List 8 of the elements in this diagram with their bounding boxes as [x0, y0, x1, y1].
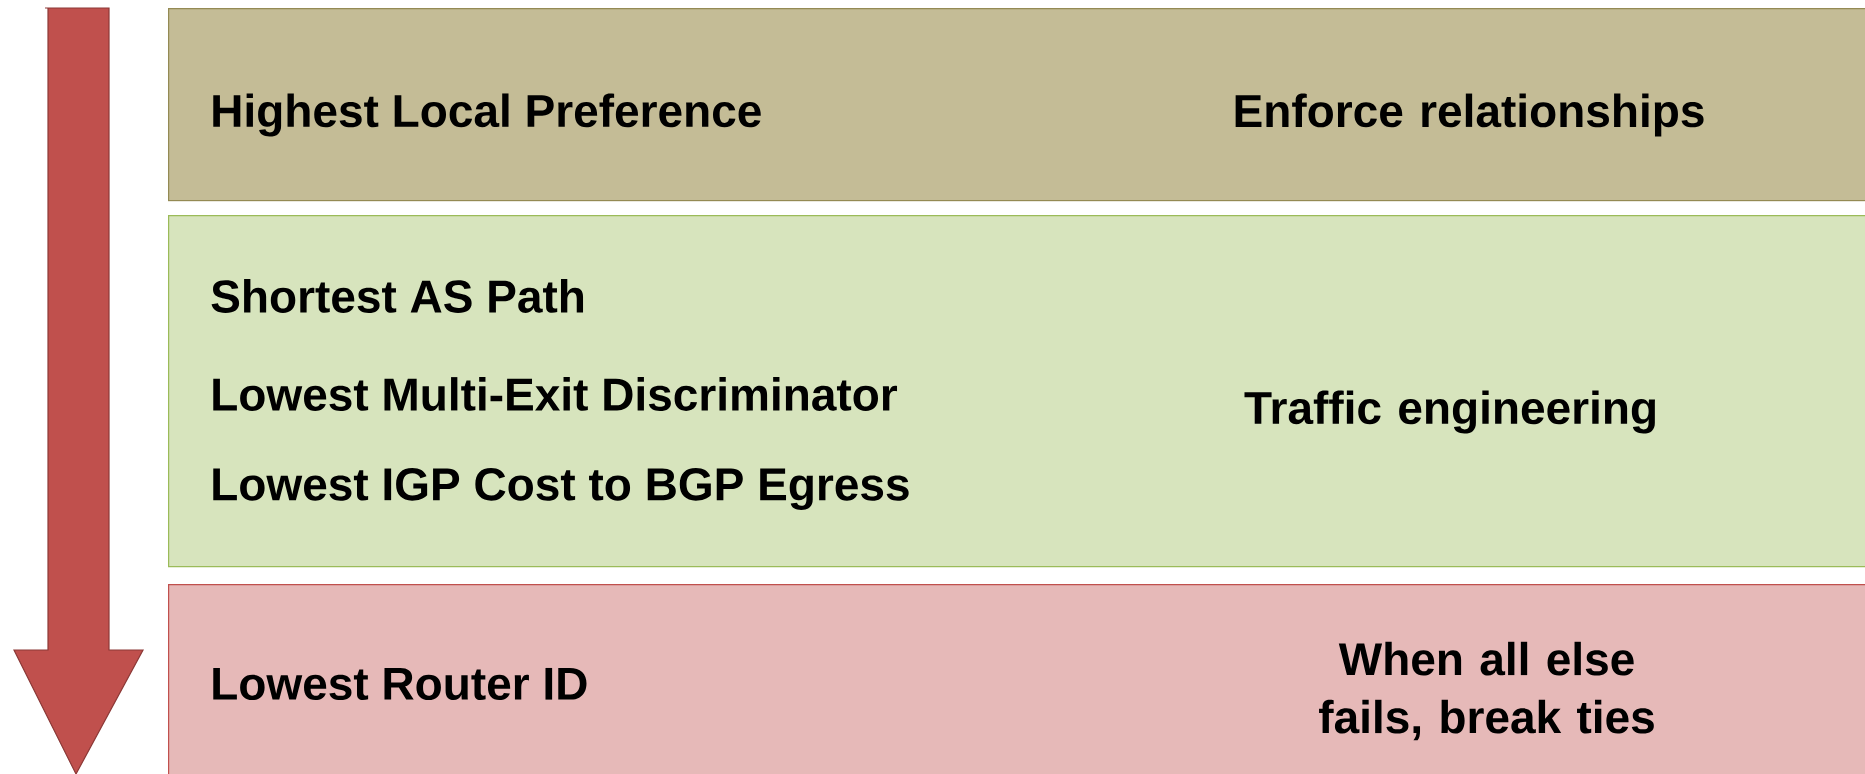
purpose-text: Enforce relationships [1235, 93, 1704, 137]
criterion-text: Highest Local Preference [213, 93, 761, 137]
criterion-text: Shortest AS Path [211, 279, 584, 313]
purpose-text: Traffic engineering [1244, 390, 1655, 434]
criterion-text: Lowest IGP Cost to BGP Egress [213, 468, 909, 510]
criterion-text: Lowest Multi-Exit Discriminator [213, 377, 898, 411]
purpose-text: When all else fails, break ties [1319, 641, 1654, 741]
criterion-text: Lowest Router ID [213, 667, 587, 701]
